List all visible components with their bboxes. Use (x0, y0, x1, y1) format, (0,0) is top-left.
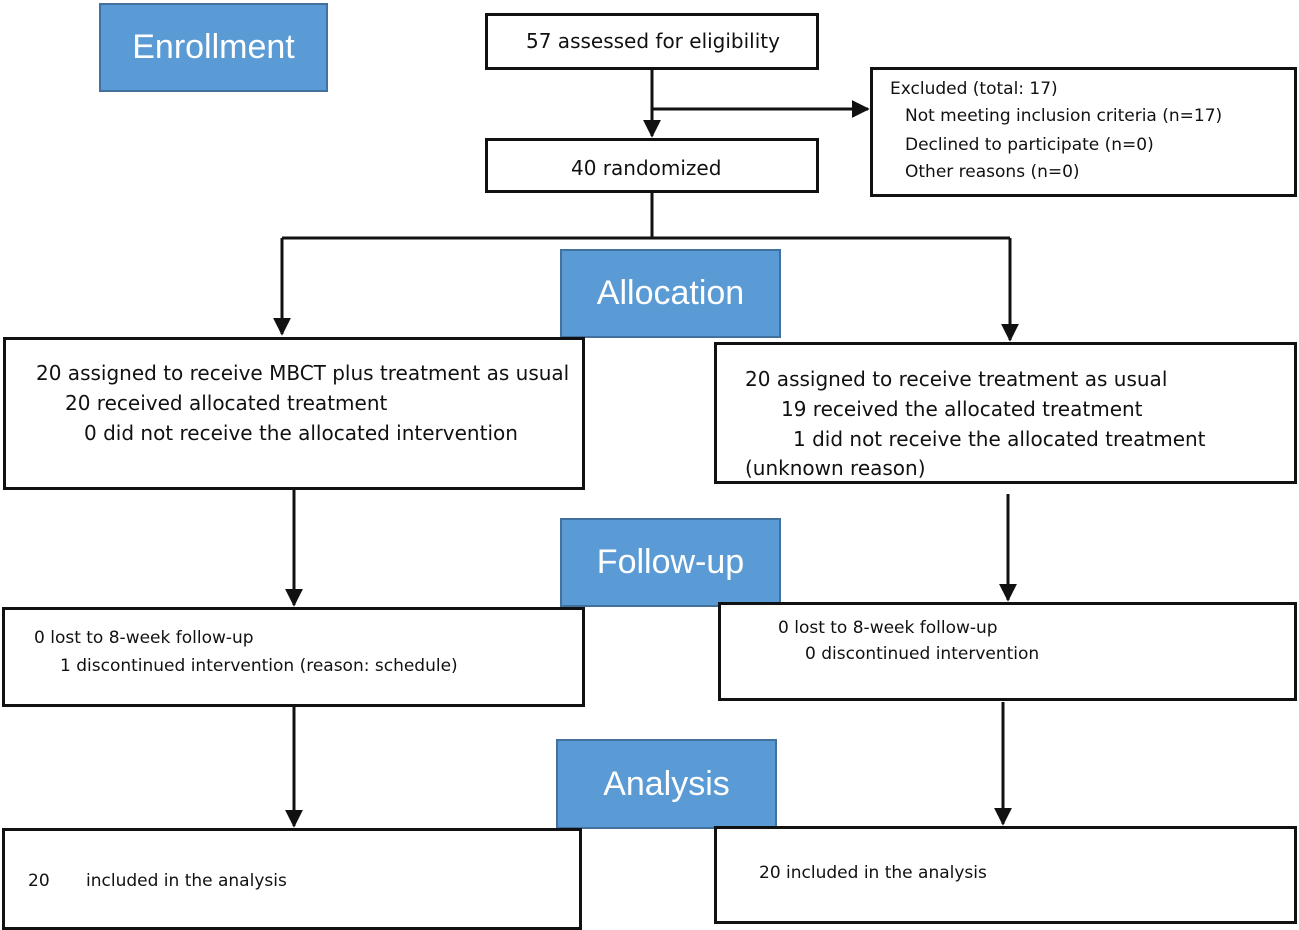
stage-enrollment: Enrollment (99, 3, 328, 92)
followup-left-line-2: 1 discontinued intervention (reason: sch… (60, 656, 458, 676)
analysis-left-count: 20 (28, 871, 50, 891)
excluded-box: Excluded (total: 17) Not meeting inclusi… (870, 67, 1297, 197)
allocation-right-line-3: 1 did not receive the allocated treatmen… (793, 427, 1206, 451)
randomized-box: 40 randomized (485, 138, 819, 193)
followup-right-box: 0 lost to 8-week follow-up 0 discontinue… (718, 602, 1297, 701)
stage-followup-label: Follow-up (596, 543, 745, 581)
followup-left-box: 0 lost to 8-week follow-up 1 discontinue… (2, 607, 585, 707)
allocation-right-box: 20 assigned to receive treatment as usua… (714, 342, 1297, 484)
allocation-right-line-4: (unknown reason) (745, 456, 926, 480)
allocation-left-line-2: 20 received allocated treatment (65, 391, 388, 415)
analysis-left-text: included in the analysis (86, 871, 287, 891)
followup-right-line-1: 0 lost to 8-week follow-up (778, 618, 998, 638)
stage-analysis-label: Analysis (603, 764, 730, 803)
analysis-left-box: 20 included in the analysis (2, 828, 582, 930)
assessed-text: 57 assessed for eligibility (526, 29, 780, 53)
allocation-right-line-1: 20 assigned to receive treatment as usua… (745, 367, 1168, 391)
allocation-left-line-1: 20 assigned to receive MBCT plus treatme… (36, 361, 570, 385)
allocation-left-box: 20 assigned to receive MBCT plus treatme… (3, 337, 585, 490)
excluded-title: Excluded (total: 17) (890, 79, 1058, 99)
stage-analysis: Analysis (556, 739, 777, 829)
analysis-right-box: 20 included in the analysis (714, 826, 1297, 924)
randomized-text: 40 randomized (571, 156, 722, 180)
allocation-left-line-3: 0 did not receive the allocated interven… (84, 421, 518, 445)
analysis-right-text: 20 included in the analysis (759, 863, 987, 883)
stage-allocation: Allocation (560, 249, 781, 338)
stage-enrollment-label: Enrollment (132, 28, 295, 66)
followup-left-line-1: 0 lost to 8-week follow-up (34, 628, 254, 648)
followup-right-line-2: 0 discontinued intervention (805, 644, 1040, 664)
excluded-reason-2: Declined to participate (n=0) (905, 135, 1154, 155)
stage-allocation-label: Allocation (596, 274, 745, 312)
excluded-reason-3: Other reasons (n=0) (905, 162, 1080, 182)
allocation-right-line-2: 19 received the allocated treatment (781, 397, 1143, 421)
assessed-box: 57 assessed for eligibility (485, 13, 819, 70)
excluded-reason-1: Not meeting inclusion criteria (n=17) (905, 106, 1223, 126)
stage-followup: Follow-up (560, 518, 781, 607)
